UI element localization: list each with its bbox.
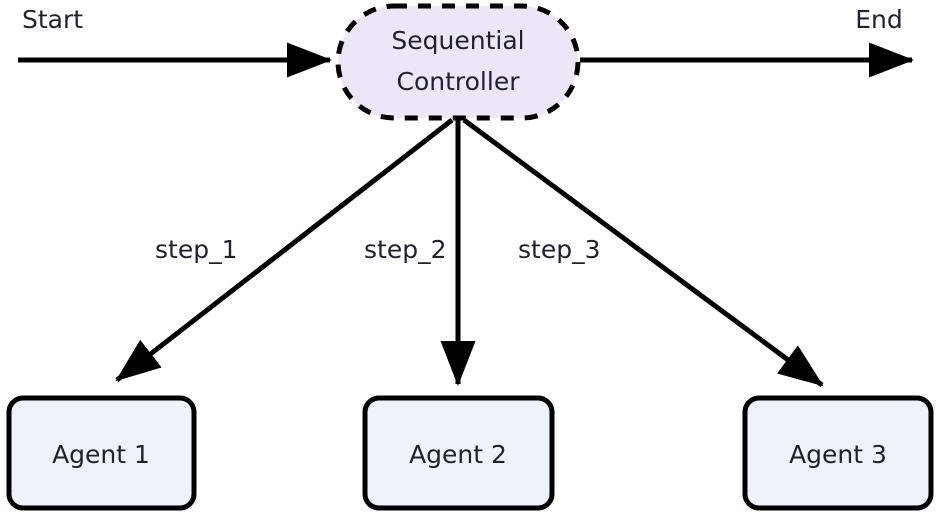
agent-1-node-shape[interactable] <box>6 395 197 511</box>
agent-3-node-shape[interactable] <box>742 395 934 511</box>
start-label: Start <box>22 5 83 34</box>
agent-2-label: Agent 2 <box>409 440 507 469</box>
controller-node-shape[interactable] <box>335 3 581 121</box>
edge-step-1-arrow <box>115 118 454 382</box>
agent-2-node-shape[interactable] <box>362 395 555 511</box>
edge-label-step-1: step_1 <box>155 235 237 264</box>
edge-step-3-arrow <box>462 117 824 388</box>
controller-label-line1: Sequential <box>391 26 524 55</box>
edge-label-step-3: step_3 <box>518 235 600 264</box>
edge-label-step-2: step_2 <box>364 235 446 264</box>
agent-1-label: Agent 1 <box>52 440 150 469</box>
controller-label-line2: Controller <box>397 67 521 96</box>
agent-3-label: Agent 3 <box>789 440 887 469</box>
end-label: End <box>855 5 903 34</box>
